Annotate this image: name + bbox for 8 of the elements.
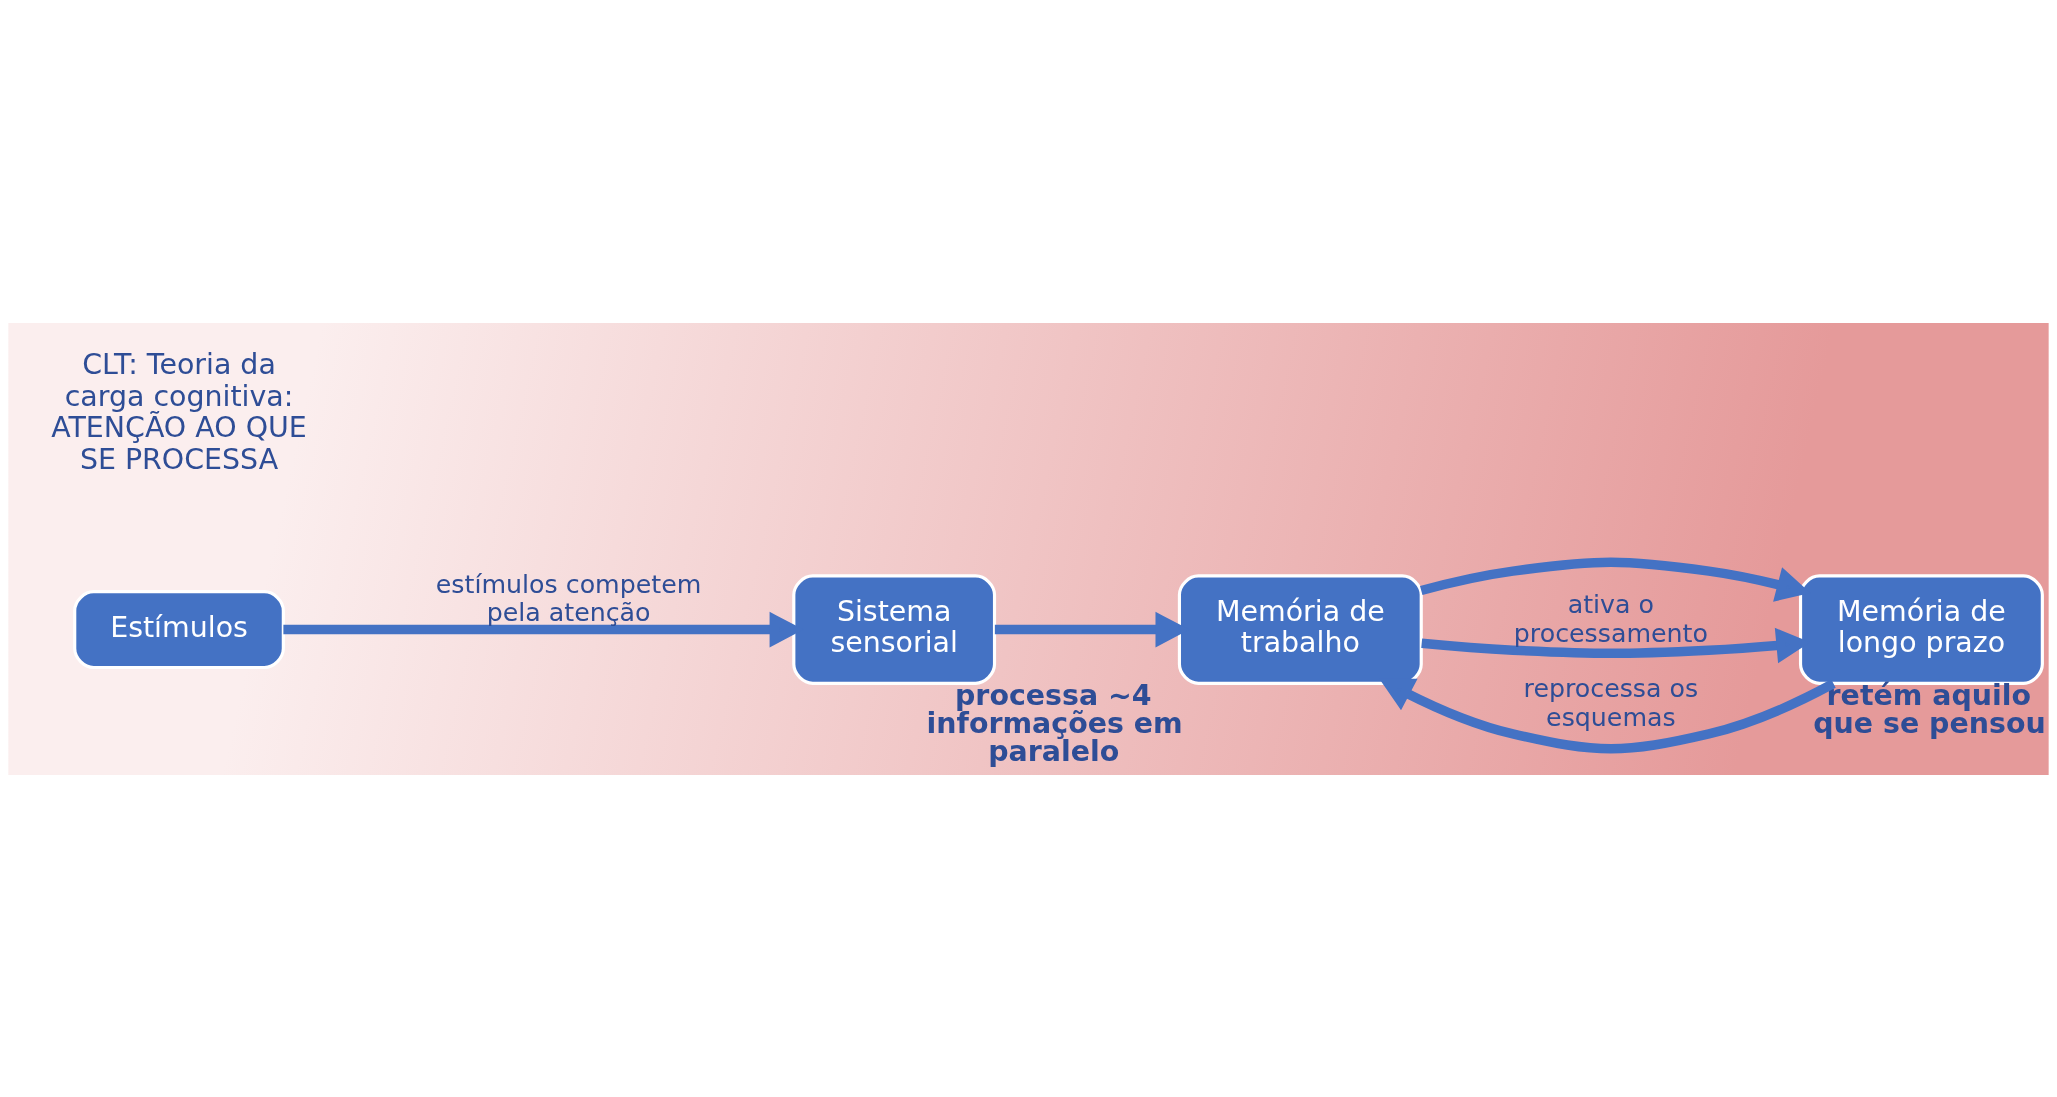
node-box: Sistema sensorial	[792, 573, 997, 685]
node-box: Memória de trabalho	[1177, 573, 1423, 685]
arrow	[1379, 678, 1836, 753]
node-box: Estímulos	[73, 589, 285, 669]
edge-label: ativa o processamento	[1513, 589, 1708, 648]
edge-label: estímulos competem pela atenção	[435, 569, 702, 627]
edge-label: reprocessa os esquemas	[1523, 673, 1699, 732]
label: CLT: Teoria da carga cognitiva: ATENÇÃO AO QUE SE PROCESSA	[51, 347, 307, 476]
